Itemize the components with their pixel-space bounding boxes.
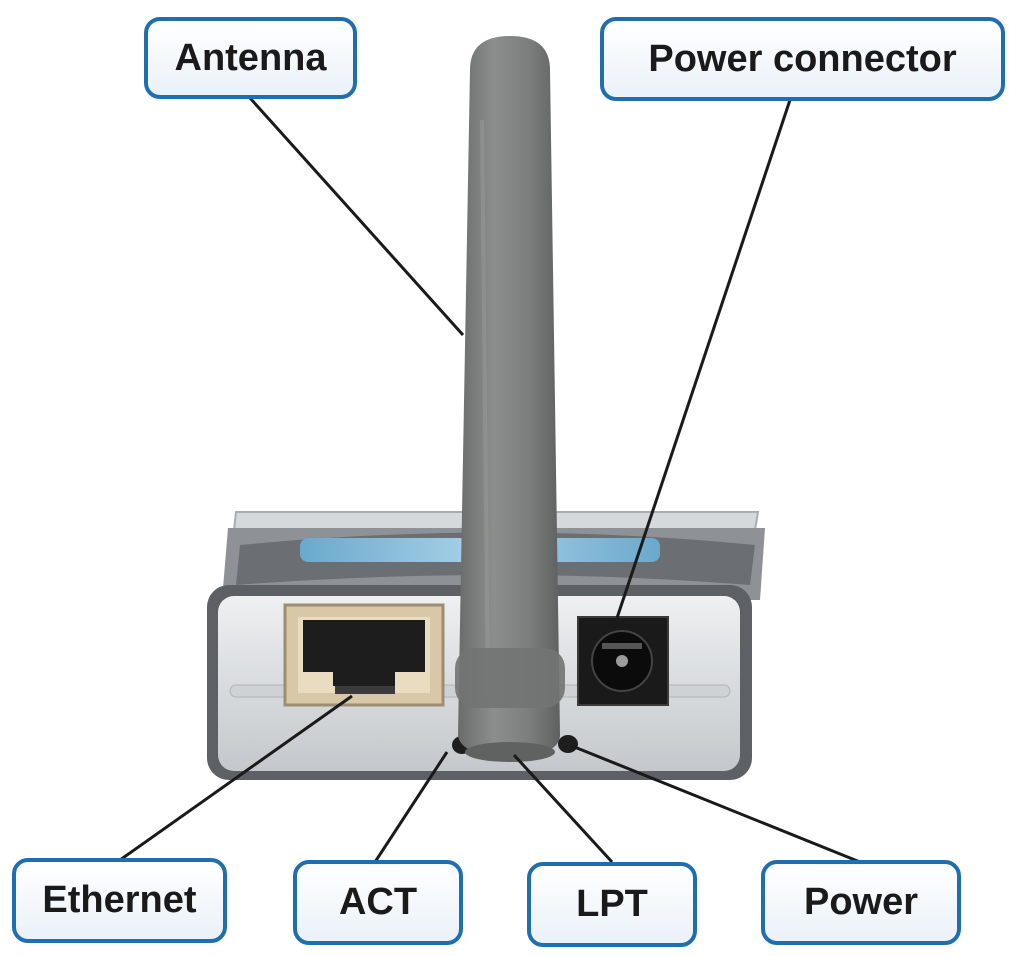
leader-act [373, 751, 449, 863]
leader-ethernet [119, 694, 353, 862]
lpt-label: LPT [576, 883, 648, 925]
act-label: ACT [338, 881, 418, 923]
power-connector-label: Power connector [648, 37, 957, 80]
leader-lines [119, 96, 861, 864]
leader-power-connector [615, 99, 792, 619]
antenna [455, 36, 565, 762]
callout-power: Power [761, 860, 961, 945]
power-led [558, 735, 578, 753]
callout-ethernet: Ethernet [12, 858, 227, 943]
ethernet-label: Ethernet [42, 879, 197, 921]
callout-lpt: LPT [527, 862, 697, 947]
callout-antenna: Antenna [144, 17, 357, 99]
leader-antenna [248, 96, 465, 337]
power-jack [577, 616, 669, 706]
callout-power-connector: Power connector [600, 17, 1005, 101]
leader-power [571, 744, 861, 864]
power-label: Power [803, 881, 919, 923]
ethernet-port [283, 603, 445, 707]
leader-lpt [512, 753, 614, 864]
antenna-label: Antenna [174, 36, 327, 79]
callout-act: ACT [293, 860, 463, 945]
